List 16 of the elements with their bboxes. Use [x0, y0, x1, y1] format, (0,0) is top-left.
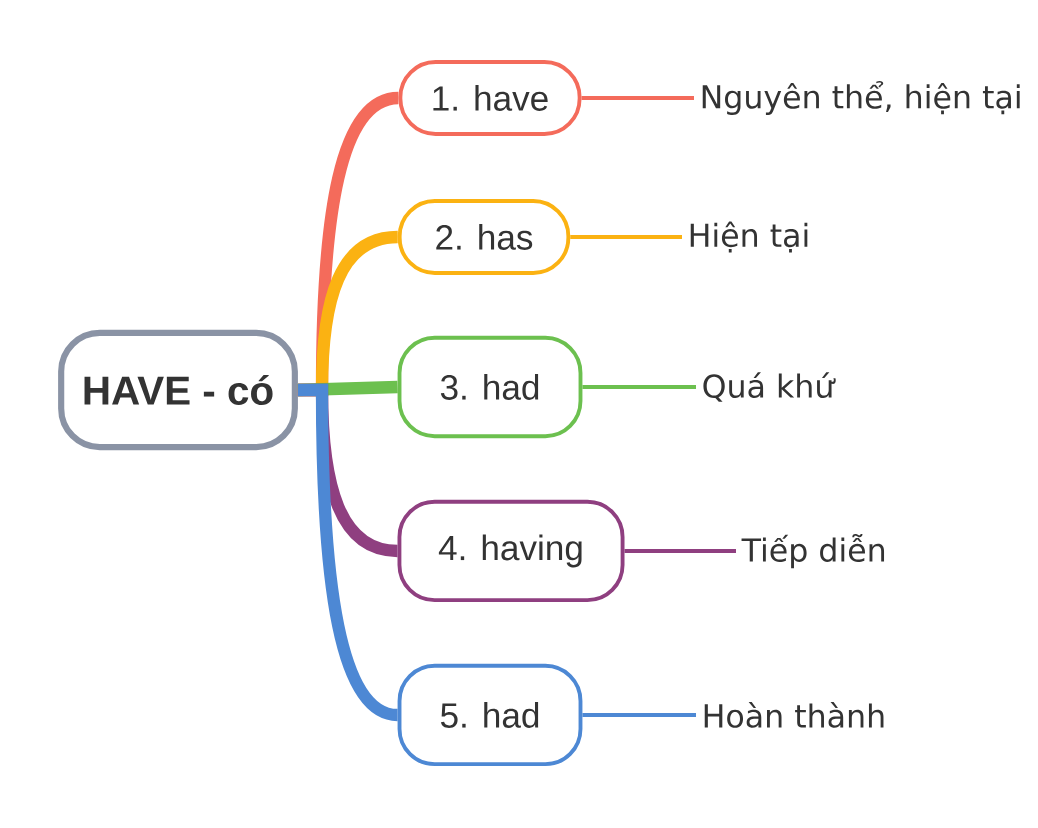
- subtopic-box: 4. having: [397, 499, 625, 603]
- connector: [582, 385, 696, 389]
- topic-box: HAVE - có: [58, 329, 298, 451]
- leaf-text: Hiện tại: [690, 221, 808, 253]
- subtopic-box: 2. has: [397, 199, 571, 275]
- subtopic-box: 5. had: [397, 663, 583, 767]
- connector: [624, 549, 736, 553]
- connector: [582, 713, 696, 717]
- leaf-text: Quá khứ: [703, 372, 836, 402]
- connector: [581, 96, 694, 100]
- subtopic-box: 1. have: [398, 60, 582, 136]
- subtopic-box: 3. had: [397, 335, 583, 439]
- connector: [570, 235, 682, 239]
- leaf-text: Tiếp diễn: [741, 533, 885, 569]
- leaf-text: Nguyên thể, hiện tại: [702, 81, 1020, 115]
- leaf-text: Hoàn thành: [704, 702, 884, 728]
